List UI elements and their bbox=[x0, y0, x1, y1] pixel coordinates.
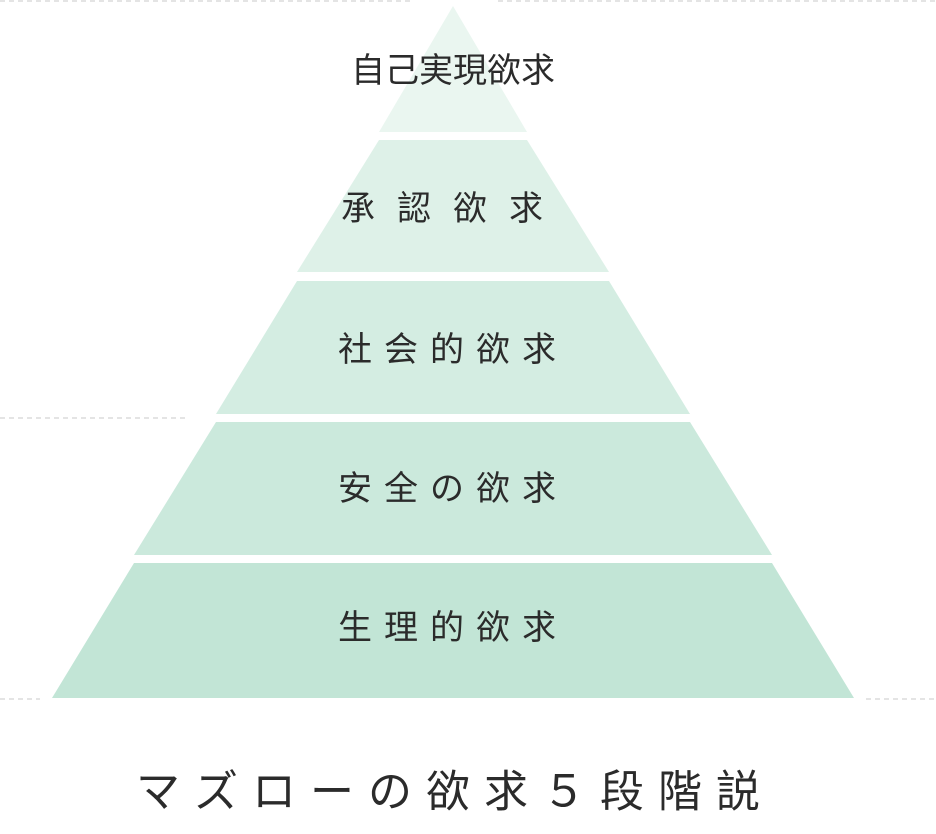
tier-label-esteem: 承認欲求 bbox=[341, 189, 565, 229]
pyramid-tiers bbox=[52, 6, 854, 698]
diagram-title: マズローの欲求５段階説 bbox=[136, 767, 774, 818]
tier-self-actualization bbox=[379, 6, 527, 132]
tier-label-social: 社会的欲求 bbox=[338, 330, 568, 370]
tier-safety bbox=[134, 422, 772, 555]
tier-label-self-actualization: 自己実現欲求 bbox=[351, 51, 555, 91]
tier-esteem bbox=[297, 140, 609, 272]
tier-label-physiological: 生理的欲求 bbox=[338, 608, 568, 648]
tier-social bbox=[216, 281, 690, 414]
tier-label-safety: 安全の欲求 bbox=[338, 469, 568, 509]
tier-physiological bbox=[52, 563, 854, 698]
